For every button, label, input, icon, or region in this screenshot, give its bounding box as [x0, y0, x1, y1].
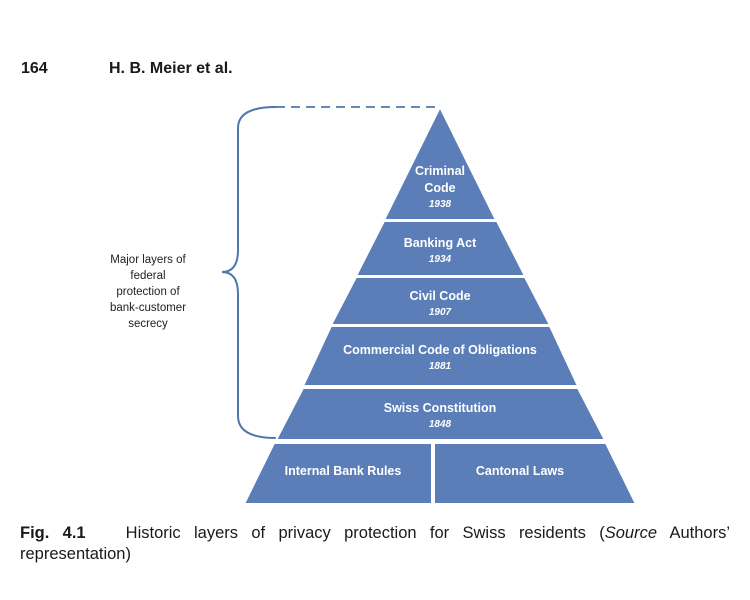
- base-label-cantonal-laws: Cantonal Laws: [476, 464, 564, 478]
- curly-brace: [221, 106, 277, 439]
- caption-source-word: Source: [604, 524, 658, 542]
- layer-label-criminal-code-line2: Code: [424, 181, 455, 195]
- brace-annotation-line: Major layers of: [110, 254, 186, 266]
- figure-caption: Fig. 4.1 Historic layers of privacy prot…: [20, 523, 730, 565]
- pyramid-layer-swiss-constitution: [274, 387, 607, 441]
- brace-annotation-line: federal: [130, 270, 166, 282]
- pyramid-layer-commercial-code: [301, 325, 580, 387]
- base-block-cantonal-laws: [433, 442, 638, 505]
- base-label-internal-bank-rules: Internal Bank Rules: [285, 464, 402, 478]
- brace-annotation: Major layers of federal protection of ba…: [96, 252, 200, 332]
- base-block-internal-bank-rules: [242, 442, 433, 505]
- layer-year-swiss-constitution: 1848: [429, 419, 452, 430]
- page-number: 164: [21, 60, 48, 77]
- brace-annotation-line: protection of: [116, 286, 180, 298]
- running-head-authors: H. B. Meier et al.: [109, 60, 233, 77]
- layer-label-civil-code: Civil Code: [409, 289, 470, 303]
- layer-year-criminal-code: 1938: [429, 199, 452, 210]
- pyramid-figure: Criminal Code 1938 Banking Act 1934 Civi…: [221, 104, 638, 505]
- brace-annotation-line: bank-customer: [109, 302, 187, 314]
- layer-year-civil-code: 1907: [429, 307, 452, 318]
- caption-text-end: Authors’ representation): [20, 524, 730, 563]
- caption-text: Historic layers of privacy protection fo…: [125, 524, 605, 542]
- layer-year-commercial-code: 1881: [429, 361, 452, 372]
- layer-label-commercial-code: Commercial Code of Obligations: [343, 343, 537, 357]
- brace-annotation-line: secrecy: [128, 318, 168, 330]
- figure-label: Fig. 4.1: [20, 524, 86, 542]
- layer-label-swiss-constitution: Swiss Constitution: [384, 401, 497, 415]
- layer-year-banking-act: 1934: [429, 254, 452, 265]
- layer-label-criminal-code-line1: Criminal: [415, 164, 465, 178]
- layer-label-banking-act: Banking Act: [404, 236, 477, 250]
